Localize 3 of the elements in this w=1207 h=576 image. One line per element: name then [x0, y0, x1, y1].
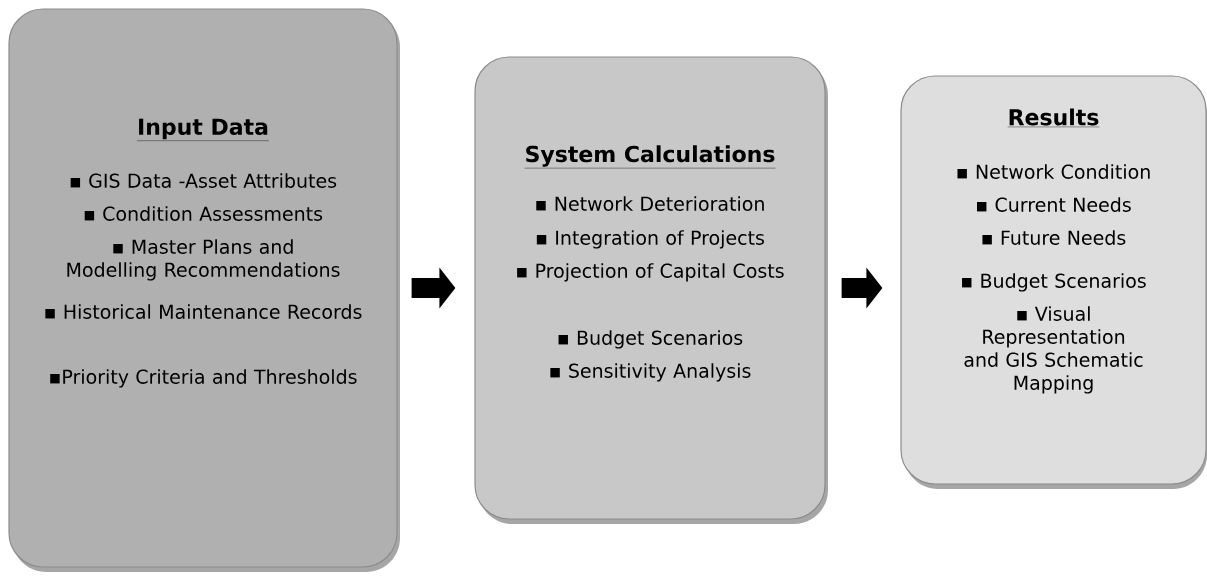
process-box: Input Data ▪ GIS Data -Asset Attributes ▪ Condition Assessments ▪ Master Plans and Modelling Recommendations ▪ Historical Maintenance Records ▪Priority Criteria and Thresholds	[8, 8, 400, 572]
process-box: Results ▪ Network Condition ▪ Current Needs ▪ Future Needs ▪ Budget Scenarios ▪ Visual Representation and GIS Schematic Mapping	[900, 75, 1207, 489]
process-box: System Calculations ▪ Network Deterioration ▪ Integration of Projects ▪ Projection of Capital Costs ▪ Budget Scenarios ▪ Sensitivity Analysis	[474, 56, 828, 524]
